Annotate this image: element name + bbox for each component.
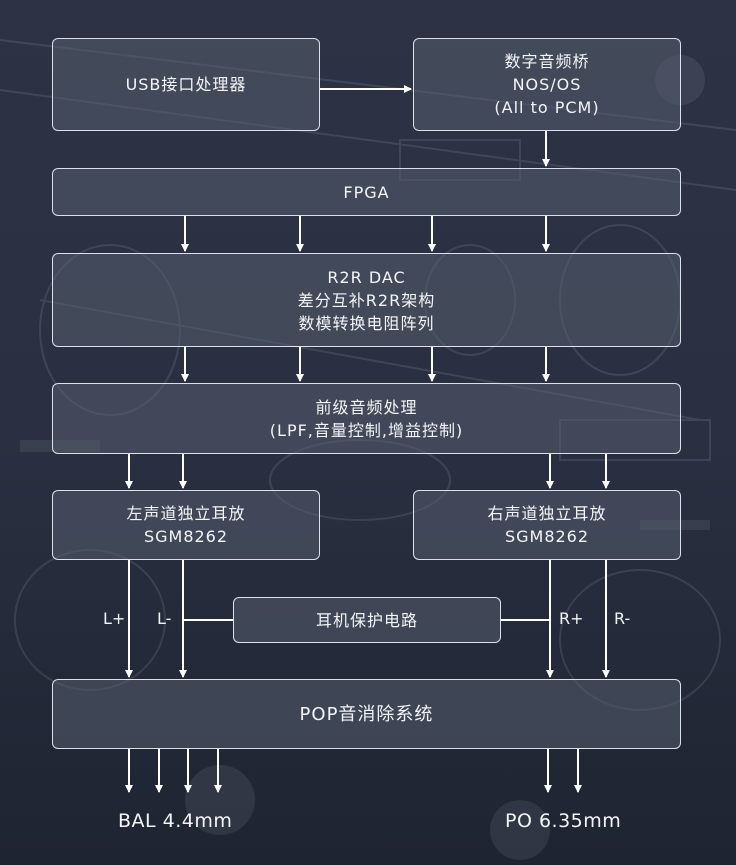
l-plus-label: L+ bbox=[103, 609, 126, 628]
preamp-block-title: 前级音频处理 bbox=[315, 397, 418, 417]
bridge-block-note: (All to PCM) bbox=[494, 98, 600, 117]
pop-suppression-block: POP音消除系统 bbox=[52, 679, 681, 749]
left-amp-chip: SGM8262 bbox=[143, 527, 229, 546]
fpga-block: FPGA bbox=[52, 168, 681, 216]
digital-audio-bridge-block: 数字音频桥 NOS/OS (All to PCM) bbox=[413, 38, 681, 131]
preamp-processing-block: 前级音频处理 (LPF,音量控制,增益控制) bbox=[52, 383, 681, 454]
r-plus-label: R+ bbox=[559, 609, 584, 628]
bridge-block-mode: NOS/OS bbox=[512, 75, 582, 94]
pop-block-label: POP音消除系统 bbox=[299, 703, 434, 725]
dac-block-title: R2R DAC bbox=[327, 267, 406, 287]
usb-interface-processor-block: USB接口处理器 bbox=[52, 38, 320, 131]
right-channel-amp-block: 右声道独立耳放 SGM8262 bbox=[413, 490, 681, 560]
headphone-protection-block: 耳机保护电路 bbox=[233, 597, 501, 643]
usb-block-label: USB接口处理器 bbox=[125, 75, 247, 94]
left-channel-amp-block: 左声道独立耳放 SGM8262 bbox=[52, 490, 320, 560]
dac-block-description: 数模转换电阻阵列 bbox=[298, 313, 435, 333]
r2r-dac-block: R2R DAC 差分互补R2R架构 数模转换电阻阵列 bbox=[52, 253, 681, 347]
r-minus-label: R- bbox=[614, 609, 631, 628]
bal-output-label: BAL 4.4mm bbox=[118, 810, 233, 832]
preamp-block-functions: (LPF,音量控制,增益控制) bbox=[269, 420, 464, 440]
protection-block-label: 耳机保护电路 bbox=[315, 610, 418, 630]
right-amp-title: 右声道独立耳放 bbox=[487, 504, 607, 523]
l-minus-label: L- bbox=[157, 609, 172, 628]
fpga-block-label: FPGA bbox=[343, 182, 390, 202]
left-amp-title: 左声道独立耳放 bbox=[126, 504, 246, 523]
dac-block-architecture: 差分互补R2R架构 bbox=[297, 290, 436, 310]
po-output-label: PO 6.35mm bbox=[505, 810, 622, 832]
right-amp-chip: SGM8262 bbox=[504, 527, 590, 546]
bridge-block-title: 数字音频桥 bbox=[504, 52, 590, 71]
